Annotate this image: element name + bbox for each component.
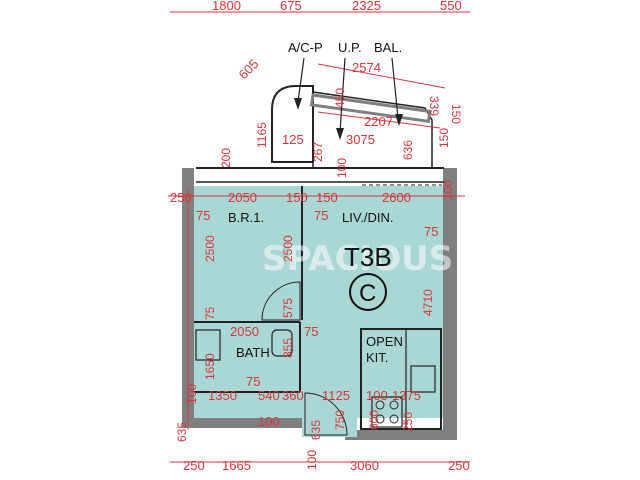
dim-line-balcony-lower [317, 111, 441, 129]
hob-ring [389, 414, 399, 424]
dim-int-4: 2500 [281, 235, 295, 262]
dim-top-0: 1800 [212, 0, 241, 13]
dim-balcony-10: 636 [401, 140, 415, 160]
watermark: SPACIOUS [262, 239, 453, 279]
dim-int-11: 1650 [203, 353, 217, 380]
dim-balcony-4: 1165 [255, 122, 269, 148]
dim-int-12: 75 [246, 374, 260, 389]
dim-balcony-1: 2574 [352, 60, 381, 75]
dim-mid-5: 100 [441, 180, 455, 200]
dim-mid-0: 250 [170, 190, 192, 205]
hob-ring [389, 400, 399, 410]
balcony-outline [312, 91, 433, 169]
bath-label: BATH [236, 345, 270, 360]
dim-bottom-1: 1665 [222, 458, 251, 473]
living-dining-label: LIV./DIN. [342, 210, 394, 225]
dim-balcony-2: 339 [427, 96, 441, 116]
dim-top-2: 2325 [352, 0, 381, 13]
dim-int-20: 635 [175, 422, 189, 442]
hob-ring [375, 414, 385, 424]
entry-door-swing [304, 392, 348, 436]
utility-platform-label: U.P. [338, 40, 362, 55]
ac-platform-outline [271, 85, 314, 163]
dim-int-2: 75 [424, 224, 438, 239]
utility-platform-arrow [336, 128, 344, 140]
dim-balcony-8: 200 [219, 148, 233, 168]
hob [371, 396, 403, 428]
dim-int-6: 75 [203, 306, 217, 320]
dim-int-15: 360 [282, 388, 304, 403]
floor-area [194, 186, 443, 418]
basin [195, 329, 221, 361]
ac-platform-leader [297, 57, 305, 103]
kitchen-label-line1: OPEN [366, 334, 403, 349]
dim-bottom-0: 250 [183, 458, 205, 473]
dim-int-3: 2500 [203, 235, 217, 262]
balcony-leader [391, 57, 399, 119]
dim-line-balcony [317, 63, 446, 89]
bedroom-label: B.R.1. [228, 210, 264, 225]
dim-int-16: 1125 [322, 388, 350, 403]
dim-int-17: 100 [366, 388, 388, 403]
dim-mid-1: 2050 [228, 190, 257, 205]
unit-type-circle [349, 273, 387, 311]
dim-int-19: 100 [185, 384, 199, 404]
dim-int-25: 100 [258, 414, 280, 429]
ac-platform-arrow [294, 98, 302, 110]
balcony-arrow [395, 114, 403, 126]
dim-balcony-0: 605 [236, 56, 262, 82]
kitchen-label-line2: KIT. [366, 350, 388, 365]
dim-bottom-3: 250 [448, 458, 470, 473]
dim-balcony-6: 125 [282, 132, 304, 147]
dim-int-10: 855 [281, 338, 295, 358]
dim-int-9: 575 [281, 298, 295, 318]
ac-platform-label: A/C-P [288, 40, 323, 55]
utility-platform-leader [339, 57, 346, 133]
dim-int-1: 75 [314, 208, 328, 223]
dim-int-13: 1350 [208, 388, 237, 403]
bath-door-swing [261, 281, 301, 321]
dim-int-8: 75 [304, 324, 318, 339]
dim-int-24: 635 [309, 420, 323, 440]
dim-mid-4: 2600 [382, 190, 411, 205]
dim-int-21: 750 [333, 410, 347, 430]
dim-balcony-7: 3075 [346, 132, 375, 147]
wall-right [443, 168, 457, 436]
dim-int-26: 100 [305, 450, 319, 470]
dim-balcony-3: 150 [449, 104, 463, 124]
unit-type: C [359, 280, 376, 307]
dim-top-3: 550 [440, 0, 462, 13]
dim-balcony-11: 150 [437, 128, 451, 148]
sink [410, 365, 436, 393]
wall-bottom-right [345, 430, 457, 440]
dim-int-14: 540 [258, 388, 280, 403]
dim-int-22: 250 [401, 412, 415, 432]
wall-bottom [182, 418, 302, 428]
dim-balcony-12: 100 [335, 158, 349, 178]
dim-mid-3: 150 [316, 190, 338, 205]
dim-int-23: 600 [367, 410, 381, 430]
dim-int-0: 75 [196, 208, 210, 223]
balcony-label: BAL. [374, 40, 402, 55]
dim-bottom-2: 3060 [350, 458, 379, 473]
toilet [271, 329, 293, 357]
dim-balcony-9: 267 [311, 142, 325, 162]
dim-mid-2: 150 [286, 190, 308, 205]
dim-balcony-5: 2207 [364, 114, 393, 129]
dim-int-7: 2050 [230, 324, 259, 339]
dim-top-1: 675 [280, 0, 302, 13]
dim-int-18: 1375 [392, 388, 421, 403]
kitchen-counter [405, 328, 442, 430]
unit-code: T3B [344, 242, 392, 272]
dim-int-5: 4710 [421, 289, 435, 316]
hob-ring [375, 400, 385, 410]
balcony-railing [309, 93, 432, 124]
dim-balcony-13: 450 [333, 88, 347, 108]
